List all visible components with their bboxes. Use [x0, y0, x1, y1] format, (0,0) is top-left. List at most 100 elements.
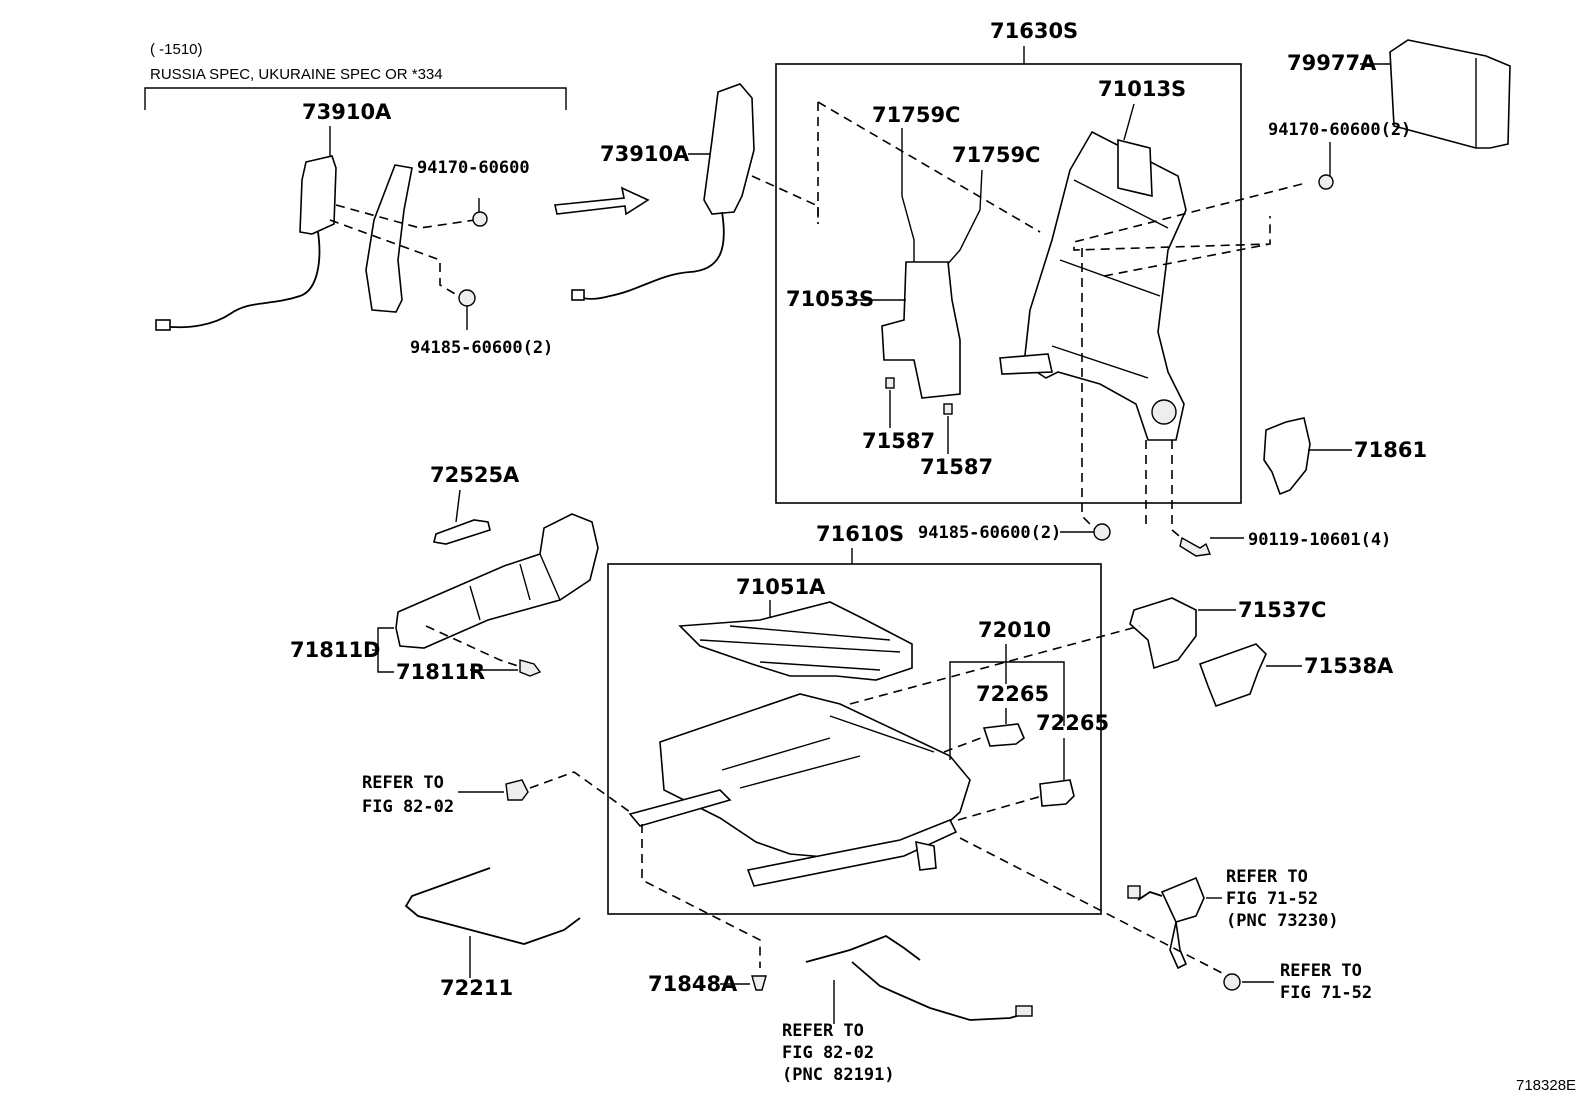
spec-note-group: ( -1510) RUSSIA SPEC, UKURAINE SPEC OR *… — [144, 41, 567, 110]
label-71759C-1[interactable]: 71759C — [872, 103, 960, 127]
airbag-module-icon — [299, 155, 337, 235]
clip-71587-1-icon — [885, 377, 895, 389]
dash-frame-screw — [1145, 440, 1185, 541]
label-71759C-2[interactable]: 71759C — [952, 143, 1040, 167]
label-72211[interactable]: 72211 — [440, 976, 513, 1000]
dash-71537C — [849, 625, 1141, 705]
rail-foot-icon — [915, 840, 937, 871]
dash-ref-left — [529, 771, 631, 813]
ref-left-line1[interactable]: REFER TO — [362, 773, 444, 793]
label-90119-10601-4[interactable]: 90119-10601(4) — [1248, 530, 1391, 550]
label-71587-2[interactable]: 71587 — [920, 455, 993, 479]
nut-94185-mid-icon — [1093, 523, 1111, 541]
rod-72211-group: 72211 — [404, 867, 581, 1000]
box-71610S — [607, 563, 1102, 915]
ref-bottom-line1[interactable]: REFER TO — [782, 1021, 864, 1041]
seat-spring-icon — [678, 601, 913, 681]
cushion-frame-bars — [721, 715, 935, 789]
ref-fig-82-02-left-group: REFER TO FIG 82-02 — [362, 771, 761, 968]
label-94170-60600[interactable]: 94170-60600 — [417, 158, 530, 178]
label-79977A[interactable]: 79977A — [1287, 51, 1377, 75]
label-71610S[interactable]: 71610S — [816, 522, 904, 546]
rod-72211-icon — [404, 867, 581, 945]
side-shield-icon — [395, 513, 599, 649]
dash-stopper-1 — [943, 735, 987, 753]
recliner-cover-group: 71861 — [1263, 417, 1427, 496]
ref-bolt-line2[interactable]: FIG 71-52 — [1280, 983, 1372, 1003]
ref-belt-line1[interactable]: REFER TO — [1226, 867, 1308, 887]
label-71051A[interactable]: 71051A — [736, 575, 826, 599]
ref-belt-line2[interactable]: FIG 71-52 — [1226, 889, 1318, 909]
headrest-icon — [1389, 39, 1511, 149]
leader-71013S — [1123, 103, 1135, 141]
airbag-wire — [161, 231, 321, 329]
clip-71811R-icon — [519, 659, 542, 677]
harness-connector-icon — [1015, 1005, 1033, 1017]
wire-71759C-1 — [901, 128, 915, 262]
dash-belt — [959, 837, 1225, 975]
label-71811D[interactable]: 71811D — [290, 638, 381, 662]
buckle-wire — [1137, 891, 1163, 901]
ref-belt-line3[interactable]: (PNC 73230) — [1226, 911, 1339, 931]
recliner-cover-icon — [1263, 417, 1311, 496]
clip-71848A-icon — [751, 975, 767, 991]
airbag-module-right-icon — [703, 83, 755, 215]
label-72525A[interactable]: 72525A — [430, 463, 520, 487]
dash-frame-bolts — [1073, 183, 1303, 277]
frame-foot-icon — [999, 353, 1053, 375]
label-94185-60600-2-top[interactable]: 94185-60600(2) — [410, 338, 553, 358]
dash-71848A — [641, 824, 761, 968]
cushion-frame-group: 71610S 71051A — [607, 522, 1102, 915]
buckle-strap-icon — [1169, 921, 1188, 970]
label-71811R[interactable]: 71811R — [396, 660, 485, 684]
label-71537C[interactable]: 71537C — [1238, 598, 1326, 622]
airbag-connector-right-icon — [571, 289, 585, 301]
seatback-frame-icon — [1023, 130, 1187, 441]
seat-frame-edge-icon — [365, 164, 413, 313]
label-71861[interactable]: 71861 — [1354, 438, 1427, 462]
nut-94185-icon — [458, 289, 476, 307]
side-airbag-right-group: 73910A — [571, 83, 755, 301]
label-71630S[interactable]: 71630S — [990, 19, 1078, 43]
dash-airbag-nut2 — [329, 219, 463, 299]
frame-bracket-icon — [1117, 138, 1153, 198]
bracket-72010 — [949, 661, 1065, 760]
harness-icon — [805, 934, 1031, 1021]
dash-airbag-frame-b — [817, 101, 1041, 233]
label-72010[interactable]: 72010 — [978, 618, 1051, 642]
dash-airbag-nut1 — [335, 204, 476, 229]
label-72265-1[interactable]: 72265 — [976, 682, 1049, 706]
label-71053S[interactable]: 71053S — [786, 287, 874, 311]
bolt-ref-icon — [1223, 973, 1241, 991]
leader-72525A — [455, 489, 461, 523]
ref-bolt-line1[interactable]: REFER TO — [1280, 961, 1362, 981]
knob-72525A-icon — [433, 519, 491, 545]
lumbar-support-icon — [881, 261, 961, 399]
slide-stopper-group: 72010 72265 72265 — [943, 618, 1109, 821]
buckle-connector-icon — [1127, 885, 1141, 899]
seat-spring-wires — [699, 625, 901, 671]
dash-airbag-frame-a — [751, 175, 819, 224]
label-94185-60600-2-mid[interactable]: 94185-60600(2) — [918, 523, 1061, 543]
buckle-icon — [1160, 876, 1205, 923]
label-71538A[interactable]: 71538A — [1304, 654, 1394, 678]
ref-bottom-line2[interactable]: FIG 82-02 — [782, 1043, 874, 1063]
headrest-group: 79977A — [1287, 39, 1511, 149]
cover-71538A-icon — [1198, 643, 1267, 708]
label-72265-2[interactable]: 72265 — [1036, 711, 1109, 735]
label-73910A-right[interactable]: 73910A — [600, 142, 690, 166]
hinge-cover-group: 71537C 71538A — [849, 597, 1394, 708]
ref-fig-82-02-bottom-group: REFER TO FIG 82-02 (PNC 82191) — [782, 934, 1033, 1085]
ref-left-line2[interactable]: FIG 82-02 — [362, 797, 454, 817]
seatback-frame-group: 71630S 71759C 71759C 71013S 71053S 71587… — [751, 19, 1303, 541]
label-71587-1[interactable]: 71587 — [862, 429, 935, 453]
label-73910A-left[interactable]: 73910A — [302, 100, 392, 124]
side-airbag-left-group: 73910A 94170-60600 94185-60600(2) — [155, 100, 553, 358]
screw-90119-icon — [1179, 536, 1211, 557]
label-71013S[interactable]: 71013S — [1098, 77, 1186, 101]
figure-id: 718328E — [1516, 1077, 1576, 1094]
label-94170-60600-2[interactable]: 94170-60600(2) — [1268, 120, 1411, 140]
ref-bottom-line3[interactable]: (PNC 82191) — [782, 1065, 895, 1085]
arrow-icon — [554, 186, 650, 216]
